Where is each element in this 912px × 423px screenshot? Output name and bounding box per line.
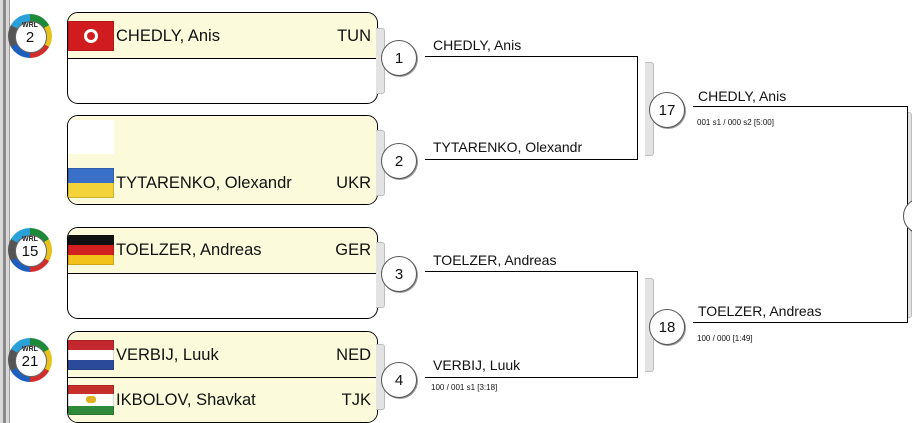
match-number-3[interactable]: 3 <box>381 256 417 292</box>
competitor-name: CHEDLY, Anis <box>116 26 220 45</box>
match-2-pairing[interactable]: TYTARENKO, Olexandr UKR <box>67 115 378 205</box>
competitor-nation: TJK <box>341 390 371 409</box>
match-4-pairing[interactable]: VERBIJ, Luuk NED IKBOLOV, Shavkat TJK <box>67 331 378 423</box>
match-number-4[interactable]: 4 <box>381 362 417 398</box>
competitor-slot[interactable]: TYTARENKO, Olexandr UKR <box>68 160 377 204</box>
round2-winner-label: CHEDLY, Anis <box>698 88 787 104</box>
match-score: 100 / 001 s1 [3:18] <box>431 383 498 392</box>
match-number-2[interactable]: 2 <box>381 143 417 179</box>
rank-number: 15 <box>21 243 39 260</box>
competitor-name: TYTARENKO, Olexandr <box>116 173 292 192</box>
competitor-name: TOELZER, Andreas <box>116 240 262 259</box>
next-match-circle-partial[interactable] <box>903 198 912 234</box>
round1-winner-label: CHEDLY, Anis <box>433 37 522 53</box>
blank-flag-icon <box>68 120 114 154</box>
wrl-rank-badge: WRL 21 <box>8 338 52 382</box>
competitor-name: IKBOLOV, Shavkat <box>116 390 256 409</box>
empty-competitor-slot[interactable] <box>68 273 377 318</box>
round2-winner-label: TOELZER, Andreas <box>698 303 822 319</box>
competitor-slot[interactable]: IKBOLOV, Shavkat TJK <box>68 377 377 422</box>
competitor-nation: UKR <box>336 173 371 192</box>
rank-number: 21 <box>21 353 39 370</box>
empty-competitor-slot[interactable] <box>68 116 377 160</box>
rank-number: 2 <box>25 29 35 46</box>
germany-flag-icon <box>68 235 114 265</box>
competitor-nation: NED <box>336 345 371 364</box>
round1-winner-label: TYTARENKO, Olexandr <box>433 139 583 155</box>
round1-winner-label: TOELZER, Andreas <box>433 252 557 268</box>
wrl-rank-badge: WRL 15 <box>8 228 52 272</box>
tajikistan-flag-icon <box>68 385 114 415</box>
match-number-1[interactable]: 1 <box>381 40 417 76</box>
match-number-18[interactable]: 18 <box>649 309 685 345</box>
left-scroll-rail[interactable] <box>0 0 10 423</box>
match-number-17[interactable]: 17 <box>649 92 685 128</box>
match-1-pairing[interactable]: CHEDLY, Anis TUN <box>67 12 378 104</box>
netherlands-flag-icon <box>68 340 114 370</box>
competitor-slot[interactable]: TOELZER, Andreas GER <box>68 228 377 273</box>
competitor-slot[interactable]: VERBIJ, Luuk NED <box>68 332 377 377</box>
round1-winner-label: VERBIJ, Luuk <box>433 357 521 373</box>
competitor-slot[interactable]: CHEDLY, Anis TUN <box>68 13 377 58</box>
empty-competitor-slot[interactable] <box>68 58 377 103</box>
competitor-name: VERBIJ, Luuk <box>116 345 219 364</box>
match-score: 001 s1 / 000 s2 [5:00] <box>697 118 774 127</box>
wrl-rank-badge: WRL 2 <box>8 14 52 58</box>
match-3-pairing[interactable]: TOELZER, Andreas GER <box>67 227 378 319</box>
tunisia-flag-icon <box>68 21 114 51</box>
competitor-nation: TUN <box>337 26 371 45</box>
competitor-nation: GER <box>335 240 371 259</box>
match-score: 100 / 000 [1:49] <box>697 334 753 343</box>
ukraine-flag-icon <box>68 168 114 198</box>
